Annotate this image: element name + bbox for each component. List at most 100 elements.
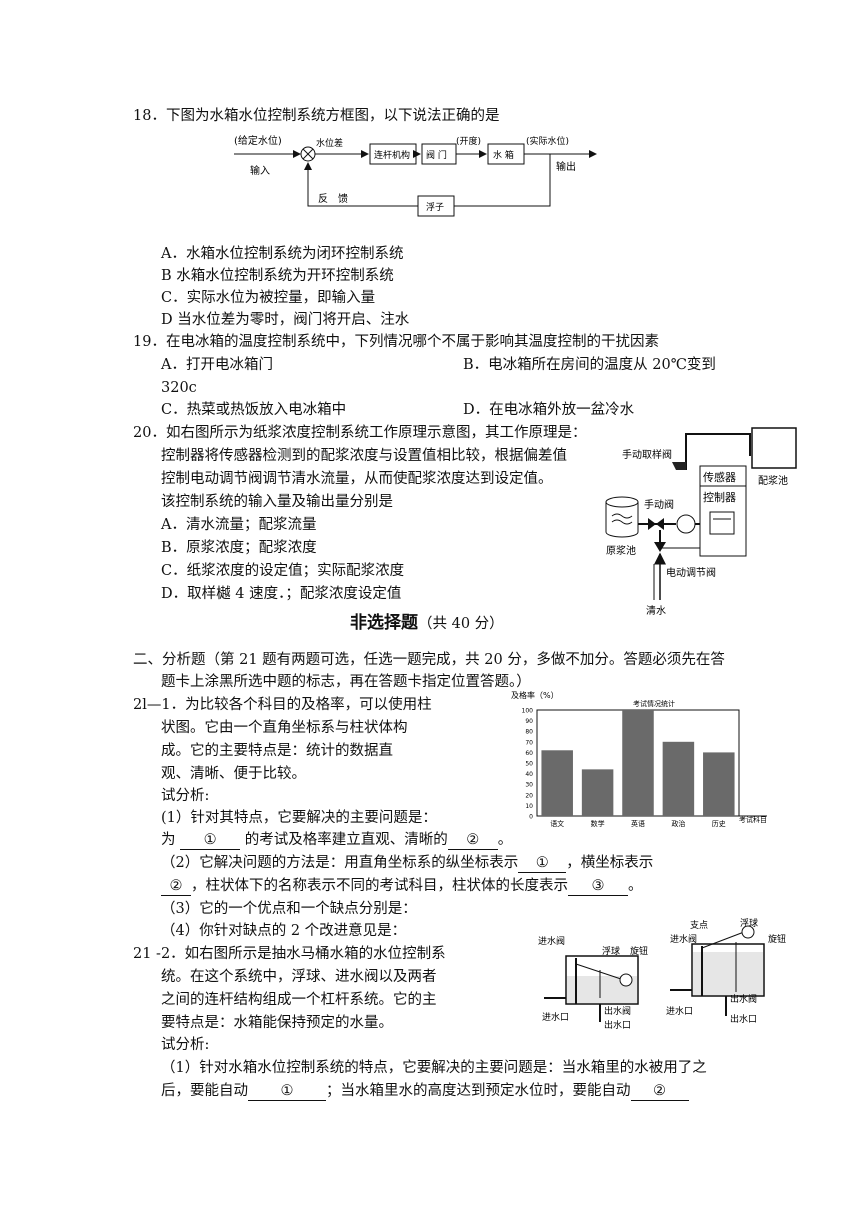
q18-stem: 18．下图为水箱水位控制系统方框图，以下说法正确的是 [133, 108, 500, 124]
linkage-label: 连杆机构 [374, 149, 410, 161]
q18-option-b: B 水箱水位控制系统为开环控制系统 [161, 268, 394, 284]
blank-4: ② [161, 877, 191, 896]
chart-bar-1 [541, 750, 573, 816]
opening-label: (开度) [456, 135, 481, 147]
chart-xlabel: 考试科目 [739, 815, 767, 824]
q21-2-line4: 要特点是：水箱能保持预定的水量。 [161, 1015, 393, 1031]
inlet-label-1: 进水口 [542, 1011, 569, 1023]
q19-option-b-cont: 320c [161, 380, 197, 396]
q21-1-line10: （3）它的一个优点和一个缺点分别是： [161, 901, 417, 917]
tank-label: 水 箱 [493, 149, 514, 161]
q20-option-d: D．取样樾 4 速度．；配浆浓度设定值 [161, 586, 402, 602]
section2-intro-line2: 题卡上涂黑所选中题的标志，再在答题卡指定位置答题。） [161, 674, 531, 690]
q21-2-line1: 21 -2．如右图所示是抽水马桶水箱的水位控制系 [133, 946, 446, 962]
raw-tank-label: 原浆池 [606, 544, 636, 557]
q21-1-line4: 观、清晰、便于比较。 [161, 766, 306, 782]
q21-2-line2: 统。在这个系统中，浮球、进水阀以及两者 [161, 969, 437, 985]
chart-ytick-label: 60 [525, 750, 533, 757]
outlet-valve-label-2: 出水阀 [730, 993, 757, 1005]
chart-ytick-label: 40 [525, 771, 533, 778]
blank-6: ① [248, 1082, 326, 1101]
q20-stem-line3: 控制电动调节阀调节清水流量，从而使配浆浓度达到设定值。 [161, 471, 553, 487]
q21-1-line6: (1）针对其特点，它要解决的主要问题是： [161, 810, 437, 826]
chart-ytick-label: 20 [525, 792, 533, 799]
sensor-label: 传感器 [703, 471, 736, 484]
blank-7: ② [630, 1082, 689, 1101]
chart-ytick-label: 80 [525, 729, 533, 736]
inlet-valve-label-1: 进水阀 [538, 935, 565, 947]
outlet-valve-label-1: 出水阀 [604, 1005, 631, 1017]
chart-ytick-label: 70 [525, 739, 533, 746]
chart-ytick-label: 100 [522, 708, 534, 715]
inlet-label-2: 进水口 [666, 1005, 693, 1017]
float-label: 浮子 [426, 201, 444, 213]
chart-xtick-label: 语文 [550, 819, 564, 828]
chart-ytick-label: 90 [525, 718, 533, 725]
chart-bar-4 [662, 741, 695, 816]
q19-option-d: D．在电冰箱外放一盆冷水 [463, 402, 635, 418]
q20-option-c: C．纸浆浓度的设定值；实际配浆浓度 [161, 563, 405, 579]
chart-ytick-label: 30 [525, 782, 533, 789]
blank-1: ① [180, 831, 241, 850]
q21-1-line2: 状图。它由一个直角坐标系与柱状体构 [161, 720, 408, 736]
chart-xtick-label: 历史 [712, 819, 726, 828]
manual-valve-label: 手动阀 [644, 498, 674, 511]
float-label-2: 浮球 [740, 918, 758, 929]
outlet-label-1: 出水口 [604, 1019, 631, 1030]
section2-title: 非选择题（共 40 分） [350, 613, 504, 633]
q21-2-line3: 之间的连杆结构组成一个杠杆系统。它的主 [161, 992, 437, 1008]
blank-5: ③ [568, 877, 628, 896]
q18-option-d: D 当水位差为零时，阀门将开启、注水 [161, 312, 410, 328]
chart-xtick-label: 政治 [671, 819, 685, 828]
q19-option-b: B．电冰箱所在房间的温度从 20℃变到 [463, 357, 716, 373]
q20-pulp-diagram: 配浆池 手动取样阀 传感器 控制器 原浆池 手动阀 电动调节阀 清水 [605, 427, 797, 616]
chart-xtick-label: 英语 [631, 819, 645, 828]
chart-ylabel: 及格率（%） [511, 690, 559, 700]
outlet-label-2: 出水口 [730, 1013, 757, 1025]
chart-bar-2 [581, 769, 614, 816]
q19-stem: 19．在电冰箱的温度控制系统中，下列情况哪个不属于影响其温度控制的干扰因素 [133, 334, 659, 350]
fulcrum-label: 支点 [690, 919, 708, 931]
chart-ytick-label: 50 [525, 761, 533, 768]
q20-stem-line4: 该控制系统的输入量及输出量分别是 [161, 494, 393, 510]
feedback-label: 反 馈 [318, 192, 348, 205]
inlet-valve-label-2: 进水阀 [670, 933, 697, 945]
q21-2-line5: 试分析: [161, 1037, 210, 1053]
blank-3: ① [518, 854, 567, 873]
q20-option-a: A．清水流量；配浆流量 [161, 517, 317, 533]
section2-intro-line1: 二、分析题（第 21 题有两题可选，任选一题完成，共 20 分，多做不加分。答题… [133, 652, 725, 668]
set-level-label: (给定水位) [234, 134, 282, 147]
q21-1-line5: 试分析: [161, 788, 210, 804]
q19-option-a: A．打开电冰箱门 [161, 357, 273, 373]
float-label-1: 浮球 [602, 945, 620, 957]
manual-sampling-valve-label: 手动取样阀 [622, 448, 672, 461]
q18-option-c: C．实际水位为被控量，即输入量 [161, 290, 376, 306]
controller-label: 控制器 [703, 490, 736, 504]
actual-level-label: (实际水位) [526, 135, 569, 147]
electric-valve-label: 电动调节阀 [666, 566, 716, 579]
q21-1-line1: 2l—1．为比较各个科目的及格率，可以使用柱 [133, 697, 432, 713]
q21-2-line6: （1）针对水箱水位控制系统的特点，它要解决的主要问题是：当水箱里的水被用了之 [161, 1060, 707, 1076]
input-label: 输入 [250, 164, 270, 177]
chart-title: 考试情况统计 [633, 699, 675, 708]
output-label: 输出 [556, 160, 576, 173]
chart-bar-3 [622, 710, 654, 816]
level-diff-label: 水位差 [316, 137, 343, 149]
chart-bar-5 [703, 752, 735, 816]
controller-box [699, 485, 747, 557]
pass-rate-bar-chart: 及格率（%） 考试情况统计 考试科目 0 10 20 30 40 50 60 70 80 90 10… [511, 690, 767, 828]
knob-label-2: 旋钮 [768, 933, 786, 945]
q18-option-a: A．水箱水位控制系统为闭环控制系统 [161, 246, 404, 262]
q20-stem-line1: 20．如右图所示为纸浆浓度控制系统工作原理示意图，其工作原理是： [133, 425, 587, 441]
chart-ytick-label: 10 [525, 803, 533, 810]
q20-stem-line2: 控制器将传感器检测到的配浆浓度与设置值相比较，根据偏差值 [161, 448, 567, 464]
chart-ytick-label: 0 [529, 814, 533, 821]
q21-1-line11: （4）你针对缺点的 2 个改进意见是： [161, 923, 407, 939]
toilet-tank-diagram: 进水阀 浮球 旋钮 出水阀 进水口 出水口 支点 浮球 进水阀 旋钮 出水阀 进… [538, 918, 786, 1030]
mixing-tank-label: 配浆池 [758, 474, 788, 487]
mixing-tank [751, 427, 797, 469]
knob-label-1: 旋钮 [630, 945, 648, 957]
